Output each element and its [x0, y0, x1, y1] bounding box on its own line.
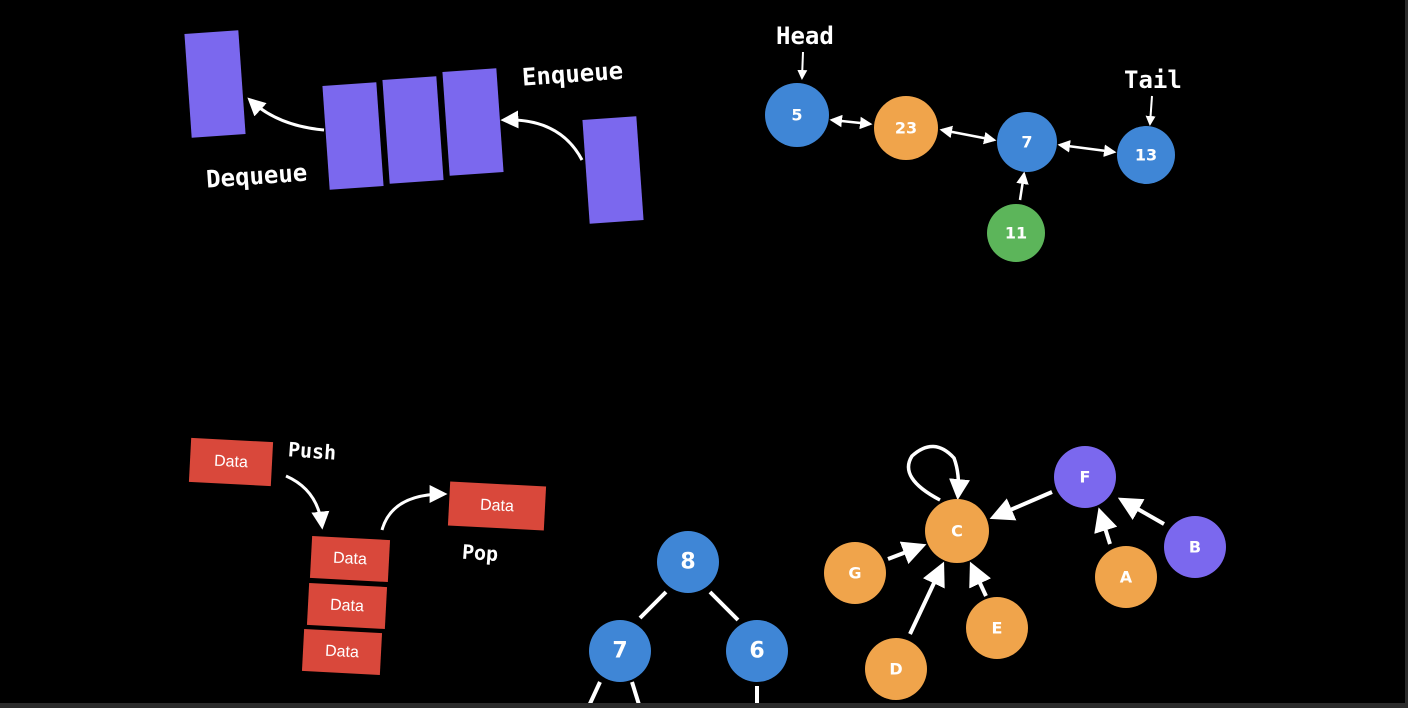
list-node-5-label: 5 [791, 106, 802, 125]
queue-block-1 [322, 82, 384, 190]
link-5-23 [829, 114, 873, 130]
queue-diagram: Enqueue Dequeue [184, 30, 644, 224]
stack-item-bottom [301, 628, 383, 676]
graph-edge-e-c [969, 561, 991, 597]
frame-edge-bottom [0, 703, 1408, 708]
list-node-23-label: 23 [895, 119, 917, 138]
stack-incoming-item [188, 437, 274, 487]
stack-item-top-label: Data [333, 550, 368, 569]
push-label: Push [287, 437, 337, 464]
enqueue-arrow [500, 110, 584, 161]
tree-node-left-label: 7 [612, 639, 627, 664]
list-node-7-label: 7 [1021, 133, 1032, 152]
pop-arrow [380, 485, 448, 531]
graph-edge-b-f [1117, 497, 1165, 526]
list-node-7 [997, 112, 1057, 172]
list-node-11-label: 11 [1005, 224, 1027, 243]
graph-self-loop-c [906, 444, 970, 502]
linked-list-diagram: Head Tail 5 23 7 13 11 [765, 22, 1182, 262]
queue-dequeued-block [184, 30, 246, 138]
head-label: Head [776, 22, 834, 50]
graph-node-f [1054, 446, 1116, 508]
tree-node-root [657, 531, 719, 593]
link-23-7 [939, 125, 997, 145]
stack-item-middle-label: Data [330, 597, 365, 616]
list-node-13 [1117, 126, 1175, 184]
tail-label: Tail [1124, 66, 1182, 94]
graph-node-c-label: C [951, 522, 963, 541]
frame-edge-right [1405, 0, 1408, 708]
list-node-5 [765, 83, 829, 147]
tree-edge-8-6 [708, 590, 740, 622]
stack-item-middle [306, 582, 388, 630]
dequeue-label: Dequeue [205, 159, 308, 194]
graph-node-f-label: F [1080, 468, 1091, 487]
graph-node-b [1164, 516, 1226, 578]
pop-label: Pop [461, 540, 499, 566]
tree-node-left [589, 620, 651, 682]
queue-block-2 [382, 76, 444, 184]
list-node-13-label: 13 [1135, 146, 1157, 165]
graph-node-e-label: E [992, 619, 1003, 638]
tree-node-right [726, 620, 788, 682]
graph-edge-f-c [989, 490, 1053, 521]
graph-node-d [865, 638, 927, 700]
graph-edge-g-c [887, 541, 927, 565]
queue-enqueued-block [582, 116, 644, 224]
graph-node-g-label: G [848, 564, 861, 583]
tree-node-root-label: 8 [680, 550, 695, 575]
stack-item-bottom-label: Data [325, 643, 360, 662]
queue-block-3 [442, 68, 504, 176]
stack-diagram: Data Data Data Data Data Push Pop [188, 437, 547, 676]
link-7-13 [1057, 140, 1117, 157]
link-11-7 [1016, 171, 1029, 201]
tree-diagram: 8 7 6 [586, 531, 788, 708]
list-node-23 [874, 96, 938, 160]
dequeue-arrow [247, 97, 325, 132]
graph-node-g [824, 542, 886, 604]
stack-item-top [309, 535, 391, 583]
graph-node-e [966, 597, 1028, 659]
graph-node-c [925, 499, 989, 563]
tree-edge-8-7 [638, 590, 668, 620]
stack-popped-item [447, 481, 547, 531]
graph-diagram: C F G A B E D [824, 444, 1226, 700]
enqueue-label: Enqueue [521, 57, 624, 92]
stack-popped-item-label: Data [480, 497, 515, 516]
graph-node-a-label: A [1120, 568, 1133, 587]
head-pointer-arrow [797, 51, 808, 80]
graph-node-d-label: D [889, 660, 902, 679]
push-arrow [285, 474, 330, 530]
tree-node-right-label: 6 [749, 639, 764, 664]
graph-node-a [1095, 546, 1157, 608]
graph-node-b-label: B [1189, 538, 1201, 557]
graph-edge-d-c [908, 561, 945, 635]
stack-incoming-item-label: Data [214, 453, 249, 472]
list-node-11 [987, 204, 1045, 262]
tail-pointer-arrow [1145, 95, 1156, 126]
graph-edge-a-f [1094, 507, 1118, 545]
